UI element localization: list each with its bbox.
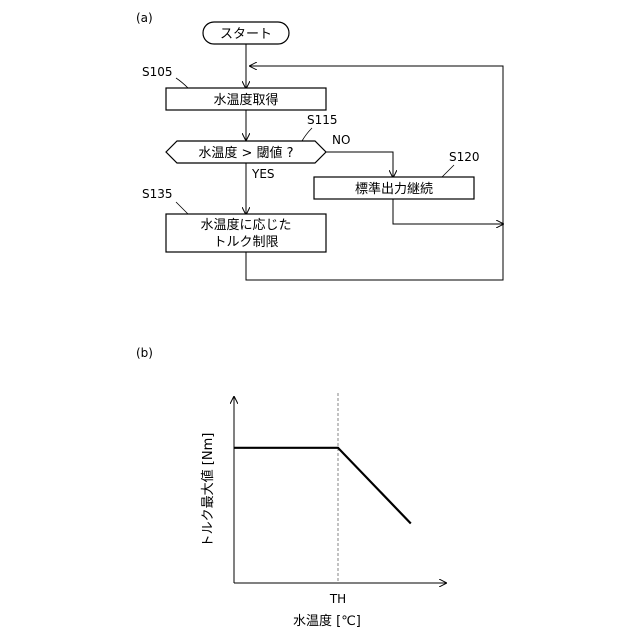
s105-label: 水温度取得 — [213, 92, 278, 108]
panel-b-chart: (b) TH 水温度 [℃] トルク最大値 [Nm] — [136, 346, 446, 629]
decision-label: 水温度 > 閾値 ? — [198, 145, 293, 161]
step-id-s105: S105 — [142, 65, 173, 79]
x-axis-title: 水温度 [℃] — [293, 613, 361, 629]
s135-label-line2: トルク制限 — [213, 235, 278, 250]
step-id-s135: S135 — [142, 187, 173, 201]
step-id-s120: S120 — [449, 150, 480, 164]
panel-b-label: (b) — [136, 346, 153, 360]
branch-no-label: NO — [332, 133, 350, 147]
y-axis-title: トルク最大値 [Nm] — [200, 433, 216, 548]
arrow-s120-to-loop — [393, 199, 503, 224]
s120-label: 標準出力継続 — [355, 181, 433, 197]
start-label: スタート — [220, 27, 272, 42]
s115-leader-line — [302, 128, 312, 141]
panel-a-flowchart: (a) スタート S105 水温度取得 S115 水温度 > 閾値 ? NO S… — [136, 11, 503, 280]
arrow-decision-no — [326, 152, 393, 177]
panel-a-label: (a) — [136, 11, 153, 25]
threshold-label: TH — [329, 592, 346, 606]
s135-leader-line — [176, 202, 188, 214]
s120-leader-line — [442, 165, 454, 177]
s105-leader-line — [176, 78, 188, 88]
torque-limit-series — [234, 448, 411, 524]
branch-yes-label: YES — [251, 167, 275, 181]
s135-label-line1: 水温度に応じた — [200, 217, 291, 233]
step-id-s115: S115 — [307, 113, 338, 127]
